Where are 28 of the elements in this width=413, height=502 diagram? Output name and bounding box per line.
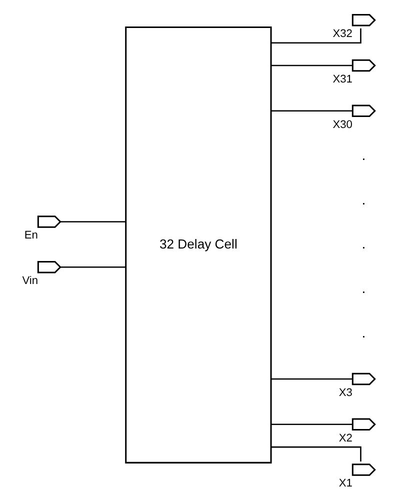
node-pentagon <box>352 14 376 26</box>
label: . <box>362 191 366 208</box>
label: . <box>362 324 366 340</box>
node-pentagon <box>37 261 62 274</box>
node-label: X2 <box>338 432 352 444</box>
connector <box>271 64 352 66</box>
connector <box>271 424 352 426</box>
connector <box>60 221 126 222</box>
connector <box>60 266 126 268</box>
node-pentagon <box>352 372 376 386</box>
node-pentagon <box>352 464 376 476</box>
label: . <box>362 236 366 252</box>
node-label: X30 <box>332 118 352 131</box>
node-pentagon <box>352 59 376 72</box>
node-label: X32 <box>332 28 352 40</box>
node-pentagon <box>352 418 376 430</box>
label: . <box>362 280 366 296</box>
node-label: X1 <box>338 478 352 490</box>
connector <box>271 378 352 380</box>
node-pentagon <box>352 104 376 118</box>
node-label: Vin <box>22 275 38 288</box>
node-label: X3 <box>338 386 352 399</box>
node-pentagon <box>37 216 62 228</box>
node-box: 32 Delay Cell <box>125 26 272 464</box>
label: . <box>362 146 366 163</box>
node-label: En <box>24 230 38 242</box>
connector <box>271 110 352 112</box>
node-label: X31 <box>332 73 352 86</box>
